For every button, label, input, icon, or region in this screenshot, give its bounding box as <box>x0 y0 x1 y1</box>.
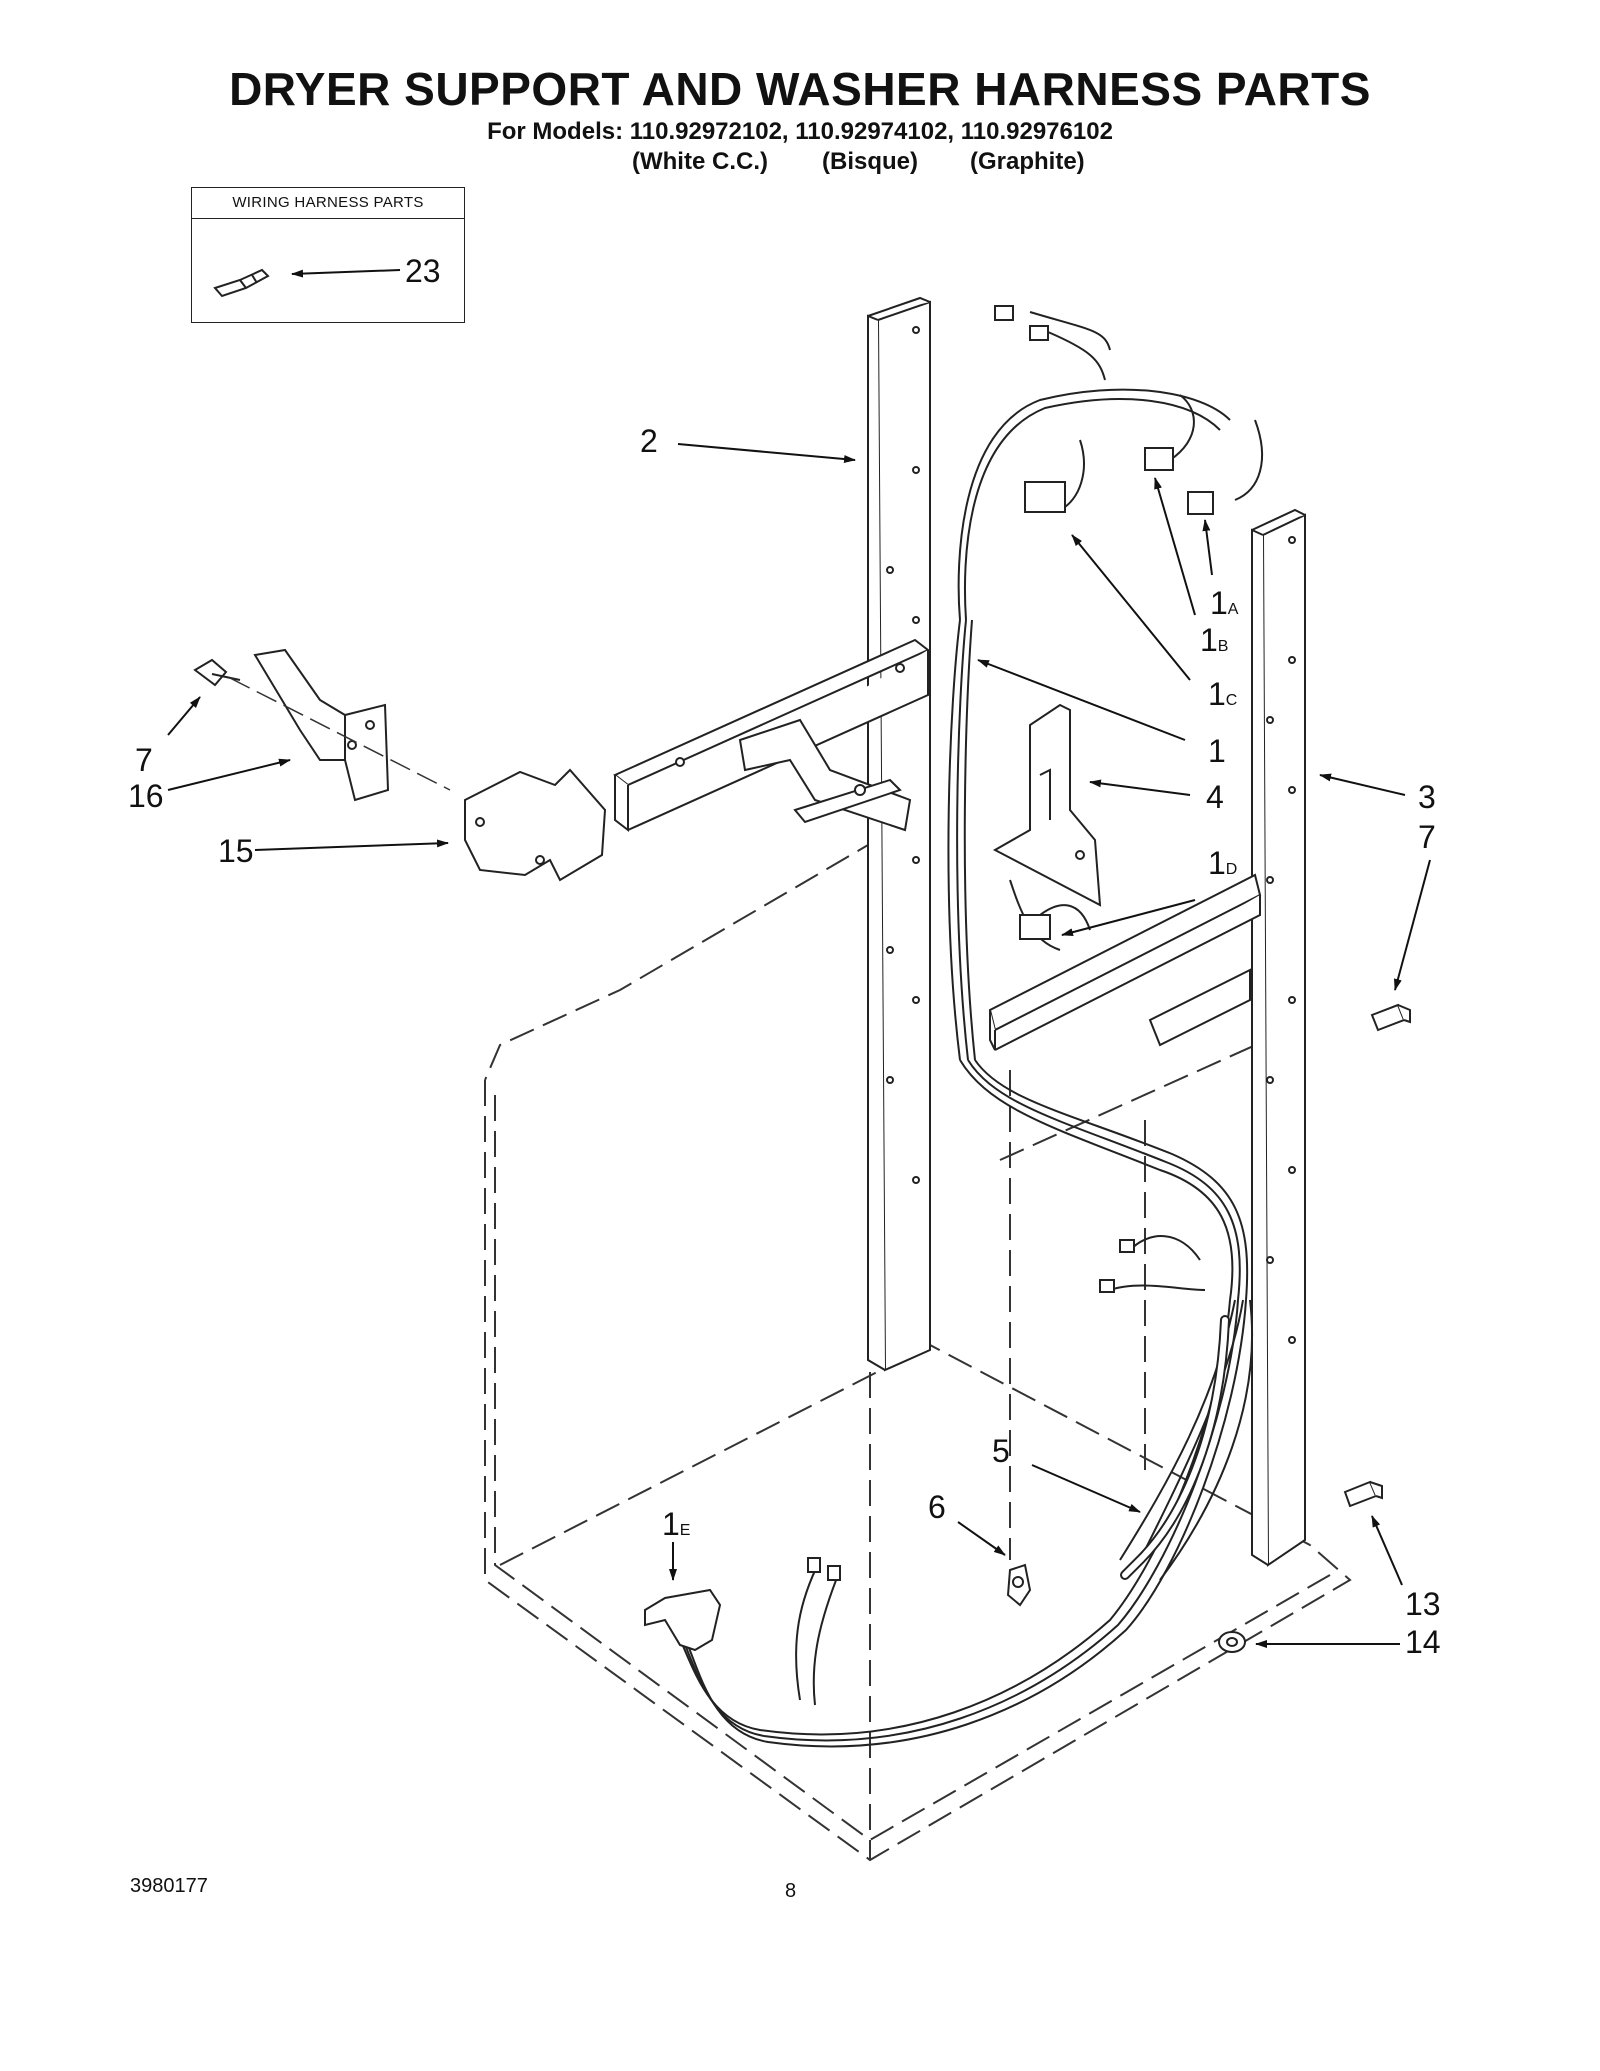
model-numbers: For Models: 110.92972102, 110.92974102, … <box>487 118 1113 145</box>
color-white: (White C.C.) <box>632 148 768 175</box>
left-dryer-support-post <box>867 296 931 1372</box>
inset-title: WIRING HARNESS PARTS <box>192 188 464 219</box>
callout-3: 3 <box>1418 779 1436 815</box>
callout-15: 15 <box>218 833 254 869</box>
callout-1d: 1D <box>1208 845 1237 881</box>
clip-6-icon <box>1006 1563 1032 1607</box>
page-number: 8 <box>785 1880 797 1902</box>
screw-13-icon <box>1343 1480 1383 1508</box>
callout-5: 5 <box>992 1433 1010 1469</box>
callout-13: 13 <box>1405 1586 1441 1622</box>
terminal-part-icon <box>213 268 270 298</box>
callout-16: 16 <box>128 778 164 814</box>
callout-14: 14 <box>1405 1624 1441 1660</box>
nut-14-icon <box>1218 1631 1246 1653</box>
mounting-bracket-15 <box>464 768 607 882</box>
inset-arrow <box>291 269 401 278</box>
screw-7-left-icon <box>193 658 241 687</box>
wiring-harness-inset: WIRING HARNESS PARTS <box>191 187 465 323</box>
color-bisque: (Bisque) <box>822 148 918 175</box>
callout-2: 2 <box>640 423 658 459</box>
callout-1c: 1C <box>1208 676 1237 712</box>
callout-1b: 1B <box>1200 622 1228 658</box>
callout-1: 1 <box>1208 733 1226 769</box>
wire-harness <box>669 311 1263 1748</box>
harness-connectors <box>644 305 1214 1652</box>
callout-6: 6 <box>928 1489 946 1525</box>
color-graphite: (Graphite) <box>970 148 1085 175</box>
callout-7-left: 7 <box>135 742 153 778</box>
hose-5 <box>1120 1315 1230 1580</box>
document-number: 3980177 <box>130 1875 208 1897</box>
screw-7-right-icon <box>1370 1003 1411 1032</box>
page-title: DRYER SUPPORT AND WASHER HARNESS PARTS <box>229 63 1371 115</box>
callout-1a: 1A <box>1210 585 1239 621</box>
callout-arrows <box>167 443 1431 1648</box>
lower-cross-rail <box>988 873 1262 1051</box>
harness-bracket-4 <box>992 703 1102 907</box>
right-dryer-support-post <box>1251 508 1306 1567</box>
callout-7-right: 7 <box>1418 819 1436 855</box>
callout-4: 4 <box>1206 779 1224 815</box>
callout-23: 23 <box>405 253 441 289</box>
washer-top-bracket <box>738 718 912 832</box>
callout-1e: 1E <box>662 1506 690 1542</box>
